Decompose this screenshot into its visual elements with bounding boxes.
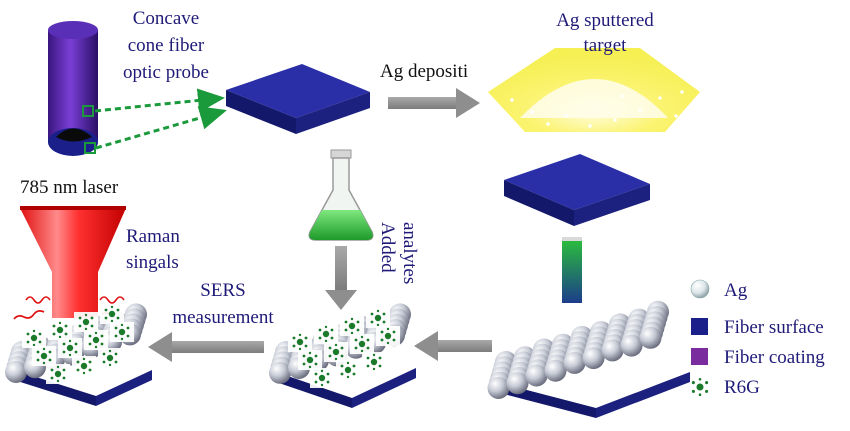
arrow-flask-to-substrate: [325, 246, 357, 310]
ag-substrate-analyte: [269, 303, 416, 408]
ag-nanoparticle: [620, 334, 643, 357]
ag-nanoparticle: [5, 361, 27, 383]
blue-square-icon: [691, 318, 708, 335]
legend-item-ag: Ag: [690, 279, 748, 301]
legend-label-fiber-surface: Fiber surface: [724, 317, 824, 338]
ag-nanoparticle: [563, 351, 586, 374]
legend-label-ag: Ag: [724, 280, 748, 301]
sers-label-line-2: measurement: [172, 307, 274, 328]
probe-label-line-2: cone fiber: [128, 35, 205, 56]
legend-item-r6g: R6G: [691, 377, 760, 398]
raman-label-line-2: singals: [126, 252, 179, 273]
legend-item-fiber-coating: Fiber coating: [691, 347, 825, 368]
green-molecule-icon: [691, 377, 709, 397]
arrow-substrate-to-analyte: [414, 331, 492, 361]
laser-beam: [20, 206, 126, 318]
target-label-line-2: target: [584, 35, 628, 56]
ag-nanoparticle: [506, 372, 529, 395]
ag-nanoparticle: [544, 359, 567, 382]
analytes-label-line-1: Added: [377, 222, 398, 273]
ag-nanoparticle: [639, 326, 662, 349]
legend-label-r6g: R6G: [724, 377, 760, 398]
ag-nanoparticle: [582, 347, 605, 370]
arrow-deposition: [388, 88, 480, 118]
probe-label: Concave cone fiber optic probe: [123, 8, 209, 83]
probe-label-line-1: Concave: [133, 8, 199, 29]
sers-label: SERS measurement: [172, 280, 274, 328]
legend: Ag Fiber surface Fiber coating R6G: [690, 279, 825, 398]
ag-nanoparticle: [487, 377, 510, 399]
analyte-flask: [308, 149, 374, 241]
sputter-target-glow: [488, 48, 700, 132]
ag-nanoparticle: [601, 339, 624, 362]
raman-label: Raman singals: [126, 226, 180, 273]
deposition-gradient-arrow: [562, 237, 582, 303]
ag-substrate-sers: [5, 303, 152, 406]
ag-nanoparticle: [525, 364, 548, 387]
fiber-surface-plate-deposited: [504, 154, 650, 226]
legend-label-fiber-coating: Fiber coating: [724, 347, 825, 368]
purple-square-icon: [691, 348, 708, 365]
zoom-dashed-arrows: [94, 88, 227, 150]
analytes-label-line-2: analytes: [399, 222, 420, 284]
ag-substrate-right: [487, 300, 690, 418]
silver-sphere-icon: [690, 279, 710, 299]
legend-item-fiber-surface: Fiber surface: [691, 317, 824, 338]
probe-label-line-3: optic probe: [123, 62, 209, 83]
ag-nanoparticle: [269, 361, 291, 384]
fiber-optic-probe: [48, 21, 98, 156]
arrow-to-sers: [148, 332, 264, 362]
target-label: Ag sputtered target: [556, 10, 654, 56]
fiber-surface-plate: [226, 64, 370, 134]
sers-label-line-1: SERS: [200, 280, 245, 301]
laser-label: 785 nm laser: [20, 177, 119, 198]
raman-label-line-1: Raman: [126, 226, 180, 247]
analytes-label: Added analytes: [377, 222, 420, 284]
target-label-line-1: Ag sputtered: [556, 10, 654, 31]
deposition-label: Ag depositi: [380, 61, 468, 82]
